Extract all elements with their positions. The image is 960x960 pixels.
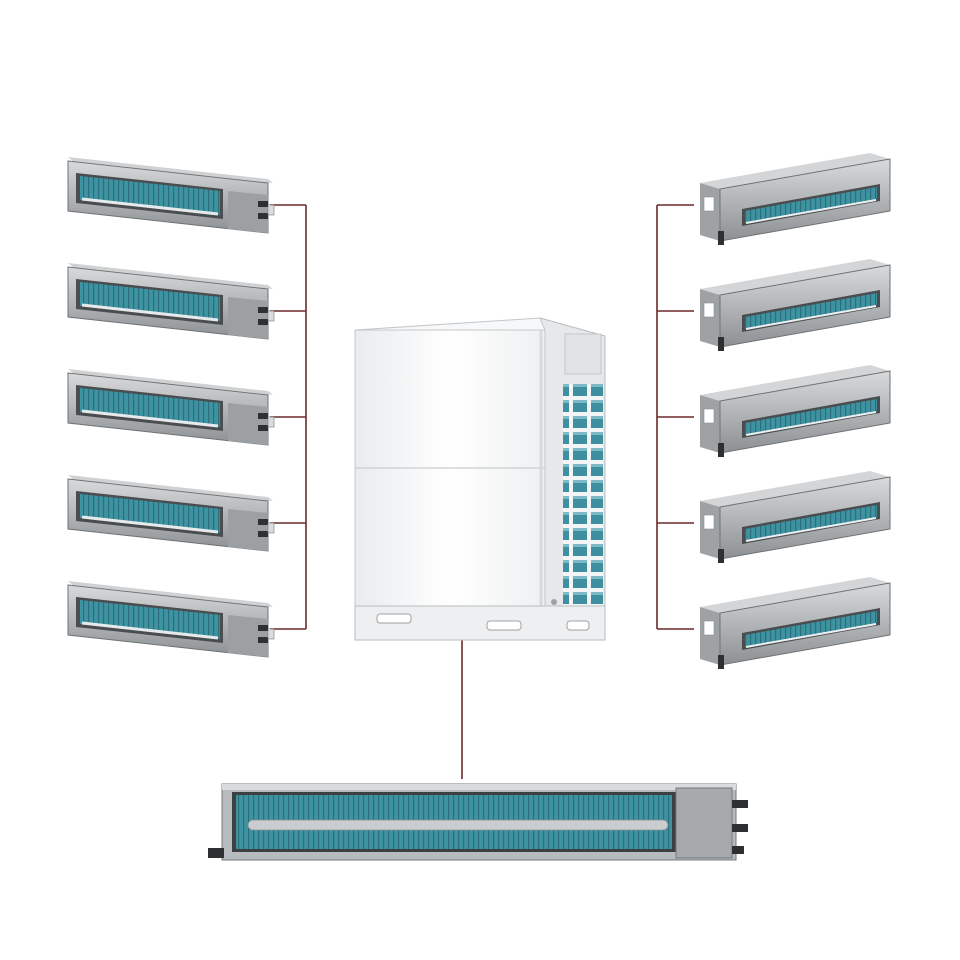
right-indoor-unit xyxy=(699,470,891,564)
ducted-indoor-unit-icon xyxy=(66,579,276,659)
left-indoor-unit xyxy=(66,261,276,341)
slim-duct-indoor-unit-icon xyxy=(208,783,748,861)
bottom-unit-pipe-connector xyxy=(732,800,748,808)
outdoor-base-slot xyxy=(486,620,522,631)
bottom-unit-pipe-connector xyxy=(732,824,748,832)
bottom-unit-top-edge xyxy=(222,784,736,790)
ducted-indoor-unit-icon xyxy=(66,367,276,447)
outdoor-side-vent xyxy=(564,333,602,375)
ducted-indoor-unit-icon xyxy=(699,364,891,458)
right-indoor-unit xyxy=(699,576,891,670)
outdoor-front-panel xyxy=(354,329,546,631)
ducted-indoor-unit-icon xyxy=(66,473,276,553)
bottom-unit-drain-connector xyxy=(208,848,224,858)
left-indoor-unit xyxy=(66,473,276,553)
outdoor-unit-icon xyxy=(354,317,606,641)
left-indoor-unit xyxy=(66,579,276,659)
units-layer xyxy=(66,152,891,861)
bottom-unit-drain-pipe xyxy=(247,819,669,831)
outdoor-logo-mark xyxy=(551,599,557,605)
ducted-indoor-unit-icon xyxy=(66,155,276,235)
connector-lines xyxy=(270,204,694,779)
bottom-unit-control-box xyxy=(675,787,733,859)
left-indoor-unit xyxy=(66,367,276,447)
ducted-indoor-unit-icon xyxy=(699,470,891,564)
right-indoor-unit xyxy=(699,364,891,458)
ducted-indoor-unit-icon xyxy=(699,576,891,670)
right-indoor-unit xyxy=(699,152,891,246)
bottom-unit-pipe-connector xyxy=(732,846,744,854)
left-indoor-unit xyxy=(66,155,276,235)
right-indoor-unit xyxy=(699,258,891,352)
ducted-indoor-unit-icon xyxy=(699,258,891,352)
ducted-indoor-unit-icon xyxy=(66,261,276,341)
outdoor-base-slot xyxy=(376,613,412,624)
outdoor-top-panel xyxy=(354,317,546,331)
ducted-indoor-unit-icon xyxy=(699,152,891,246)
outdoor-side-grille xyxy=(563,384,603,614)
outdoor-base-slot xyxy=(566,620,590,631)
